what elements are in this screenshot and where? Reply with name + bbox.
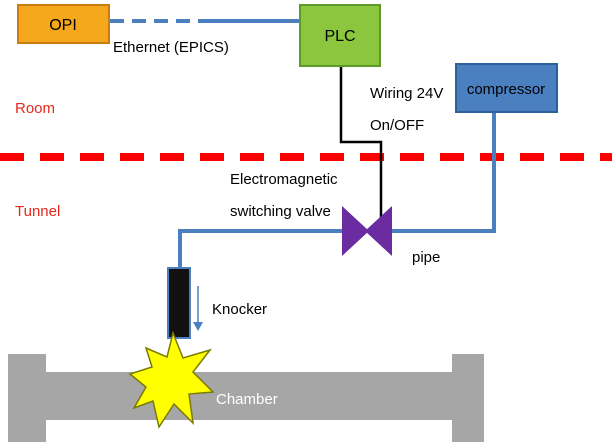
chamber [8, 354, 484, 442]
pipe-lines [178, 112, 496, 270]
opi-box [17, 4, 110, 44]
wiring-line [339, 66, 383, 218]
zone-label-tunnel: Tunnel [15, 203, 60, 220]
impact-burst-icon [128, 330, 215, 429]
knocker [167, 267, 203, 339]
compressor-box [455, 63, 558, 113]
valve-left-triangle [342, 206, 369, 256]
opi-label: OPI [49, 17, 77, 34]
zone-label-room: Room [15, 100, 55, 117]
pipe-valve-to-knocker [178, 229, 342, 270]
chamber-right-flange [452, 354, 484, 442]
compressor-block: compressor [455, 63, 558, 113]
pipe-label: pipe [412, 249, 440, 266]
chamber-label: Chamber [216, 391, 278, 408]
chamber-left-flange [8, 354, 46, 442]
wiring-label-line1: Wiring 24V [370, 85, 443, 102]
pipe-compressor-to-valve [392, 112, 496, 233]
chamber-body [12, 372, 480, 420]
plc-label: PLC [324, 28, 355, 45]
valve-label-line1: Electromagnetic [230, 171, 338, 188]
plc-block: PLC [299, 4, 381, 67]
valve-label-line2: switching valve [230, 203, 331, 220]
ethernet-label: Ethernet (EPICS) [113, 39, 229, 56]
valve-icon [342, 206, 392, 256]
down-arrow-icon [193, 286, 203, 331]
wiring-label-line2: On/OFF [370, 117, 424, 134]
compressor-label: compressor [467, 81, 545, 98]
opi-block: OPI [17, 4, 110, 44]
knocker-label: Knocker [212, 301, 267, 318]
valve-right-triangle [365, 206, 392, 256]
knocker-body [167, 267, 191, 339]
plc-box [299, 4, 381, 67]
